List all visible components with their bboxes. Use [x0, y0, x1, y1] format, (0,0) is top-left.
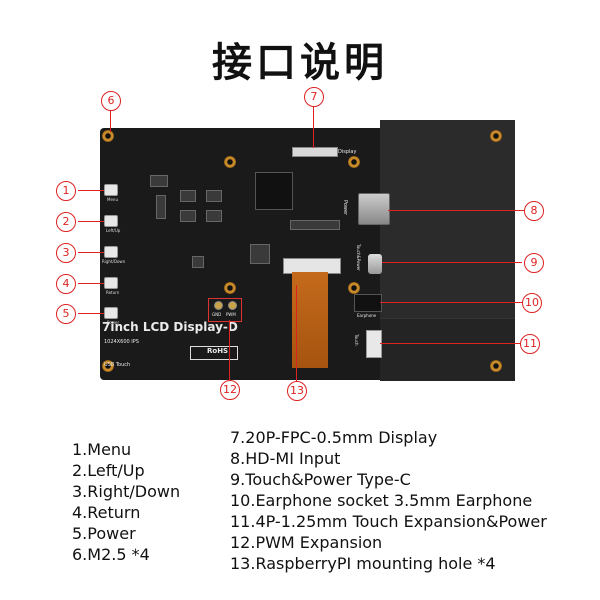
left-up-button[interactable]	[104, 215, 118, 227]
legend-item-type-c: 9.Touch&Power Type-C	[230, 470, 411, 489]
power-button-label: Power	[107, 320, 120, 325]
hdmi-port[interactable]	[358, 193, 390, 225]
smd-component	[206, 190, 222, 202]
smd-component	[206, 210, 222, 222]
legend-item-fpc: 7.20P-FPC-0.5mm Display	[230, 428, 438, 447]
callout-line-11	[380, 343, 520, 344]
raspberrypi-mounting-hole	[224, 282, 236, 294]
power-button[interactable]	[104, 307, 118, 319]
pwm-silk-label: PWM	[226, 312, 236, 317]
right-down-button-label: Right/Down	[102, 259, 126, 264]
type-c-port[interactable]	[368, 254, 382, 274]
pwm-expansion-header	[208, 298, 242, 322]
legend-item-raspberrypi-holes: 13.RaspberryPI mounting hole *4	[230, 554, 496, 573]
smd-component	[192, 256, 204, 268]
callout-2: 2	[56, 212, 76, 232]
resolution-silk: 1024X600 IPS	[104, 339, 139, 345]
smd-component	[250, 244, 270, 264]
callout-1: 1	[56, 181, 76, 201]
lcd-panel-back	[380, 120, 515, 320]
smd-component	[150, 175, 168, 187]
left-up-button-label: Left/Up	[106, 228, 121, 233]
callout-5: 5	[56, 304, 76, 324]
raspberrypi-mounting-hole	[224, 156, 236, 168]
callout-11: 11	[520, 334, 540, 354]
mounting-hole	[102, 360, 114, 372]
callout-13: 13	[287, 381, 307, 401]
fpc-display-connector	[292, 147, 338, 157]
gnd-silk-label: GND	[212, 312, 222, 317]
mounting-hole	[102, 130, 114, 142]
usb-touch-silk: USB Touch	[104, 362, 131, 368]
callout-line-12	[229, 320, 230, 382]
legend-item-left-up: 2.Left/Up	[72, 461, 145, 480]
legend-right: 7.20P-FPC-0.5mm Display 8.HD-MI Input 9.…	[230, 427, 547, 574]
earphone-jack[interactable]	[354, 294, 382, 312]
callout-3: 3	[56, 243, 76, 263]
callout-8: 8	[524, 201, 544, 221]
menu-button[interactable]	[104, 184, 118, 196]
callout-line-10	[380, 302, 522, 303]
legend-item-mounting: 6.M2.5 *4	[72, 545, 150, 564]
callout-line-2	[78, 221, 104, 222]
raspberrypi-mounting-hole	[348, 156, 360, 168]
callout-6: 6	[101, 91, 121, 111]
mounting-hole	[490, 360, 502, 372]
legend-item-power: 5.Power	[72, 524, 136, 543]
legend-item-menu: 1.Menu	[72, 440, 132, 459]
callout-line-7	[313, 105, 314, 148]
legend-item-hdmi: 8.HD-MI Input	[230, 449, 341, 468]
touch-expansion-connector	[366, 330, 382, 358]
return-button[interactable]	[104, 277, 118, 289]
callout-line-3	[78, 252, 104, 253]
raspberrypi-mounting-hole	[348, 282, 360, 294]
callout-line-4	[78, 283, 104, 284]
display-silk-label: Display	[338, 149, 357, 155]
mounting-hole	[490, 130, 502, 142]
legend-item-pwm: 12.PWM Expansion	[230, 533, 383, 552]
board-title-silk: 7inch LCD Display-D	[102, 320, 238, 334]
callout-10: 10	[522, 293, 542, 313]
touch-silk-label: Touch	[354, 334, 359, 346]
callout-line-5	[78, 313, 104, 314]
power-silk-label: Power	[342, 200, 348, 216]
return-button-label: Return	[106, 290, 120, 295]
menu-button-label: Menu	[107, 197, 118, 202]
callout-4: 4	[56, 274, 76, 294]
pwm-pin	[228, 301, 237, 310]
callout-12: 12	[220, 380, 240, 400]
legend-left: 1.Menu 2.Left/Up 3.Right/Down 4.Return 5…	[72, 439, 180, 565]
legend-item-earphone: 10.Earphone socket 3.5mm Earphone	[230, 491, 533, 510]
callout-line-13	[296, 285, 297, 383]
callout-line-9	[382, 262, 522, 263]
certification-logos	[190, 346, 238, 360]
smd-component	[156, 195, 166, 219]
gnd-pin	[214, 301, 223, 310]
touch-power-silk-label: Touch&Power	[356, 244, 361, 271]
legend-item-right-down: 3.Right/Down	[72, 482, 181, 501]
legend-item-touch-expansion: 11.4P-1.25mm Touch Expansion&Power	[230, 512, 547, 531]
ribbon-cable	[292, 272, 328, 368]
callout-7: 7	[304, 87, 324, 107]
smd-component	[180, 190, 196, 202]
smd-component	[180, 210, 196, 222]
callout-line-8	[388, 210, 524, 211]
rohs-logo: RoHS	[207, 347, 229, 355]
callout-line-6	[110, 110, 111, 132]
smd-component	[290, 220, 340, 230]
right-down-button[interactable]	[104, 246, 118, 258]
legend-item-return: 4.Return	[72, 503, 141, 522]
main-chip	[255, 172, 293, 210]
earphone-silk-label: Earphone	[357, 313, 377, 318]
page-title: 接口说明	[212, 40, 388, 86]
callout-9: 9	[524, 253, 544, 273]
callout-line-1	[78, 190, 104, 191]
